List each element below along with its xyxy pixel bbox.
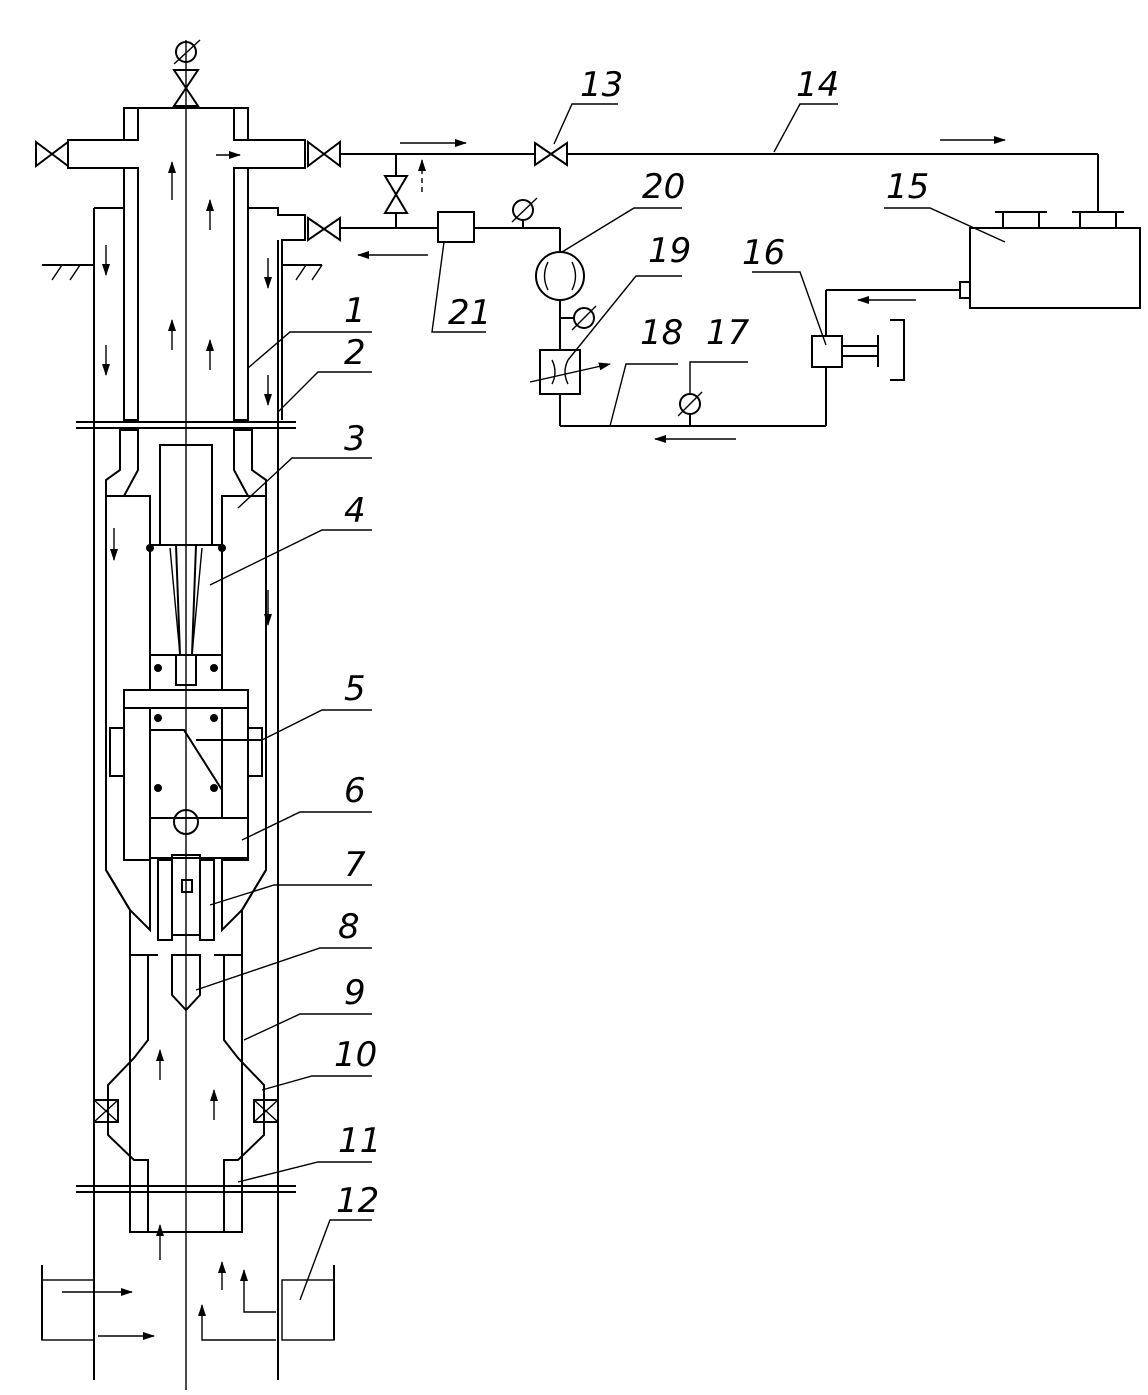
label-8: 8 — [338, 907, 360, 947]
wellhead-left-valve-icon[interactable] — [35, 140, 69, 168]
bypass-valve-icon[interactable] — [383, 175, 409, 214]
leader-lines — [195, 103, 1006, 1301]
label-12: 12 — [336, 1181, 379, 1221]
surface-piping — [340, 136, 1099, 443]
label-20: 20 — [642, 167, 685, 207]
annulus-valve-icon[interactable] — [307, 216, 341, 242]
label-5: 5 — [344, 669, 366, 709]
label-7: 7 — [344, 845, 366, 885]
label-4: 4 — [344, 491, 366, 531]
pressure-gauge-icon — [511, 197, 538, 228]
label-6: 6 — [344, 771, 366, 811]
label-13: 13 — [580, 65, 623, 105]
label-1: 1 — [344, 291, 366, 331]
label-17: 17 — [706, 313, 750, 353]
label-15: 15 — [886, 167, 929, 207]
label-16: 16 — [742, 233, 785, 273]
pump-assembly — [76, 429, 296, 1233]
label-18: 18 — [640, 313, 683, 353]
label-9: 9 — [344, 973, 366, 1013]
label-2: 2 — [344, 333, 366, 373]
pump-16-icon[interactable] — [811, 319, 905, 381]
valve-13-icon[interactable] — [534, 141, 568, 167]
gauge-17-icon — [677, 391, 703, 426]
gauge-19-icon — [560, 305, 597, 331]
formation-zone — [41, 1265, 335, 1341]
callout-labels: 1 2 3 4 5 6 7 8 9 10 11 12 13 14 15 16 1… — [334, 65, 929, 1221]
wellhead-right-valve-icon[interactable] — [307, 140, 341, 168]
flowmeter-20-icon — [535, 251, 585, 301]
flow-arrows — [62, 151, 276, 1341]
label-21: 21 — [448, 293, 491, 333]
tank-15-icon — [959, 211, 1141, 309]
top-gauge-icon — [172, 39, 201, 107]
label-14: 14 — [796, 65, 839, 105]
label-11: 11 — [338, 1121, 381, 1161]
regulating-valve-18-icon[interactable] — [529, 349, 611, 395]
label-3: 3 — [344, 419, 366, 459]
label-10: 10 — [334, 1035, 377, 1075]
filter-21-icon — [437, 211, 475, 243]
wellhead — [42, 107, 323, 1380]
label-19: 19 — [648, 231, 691, 271]
